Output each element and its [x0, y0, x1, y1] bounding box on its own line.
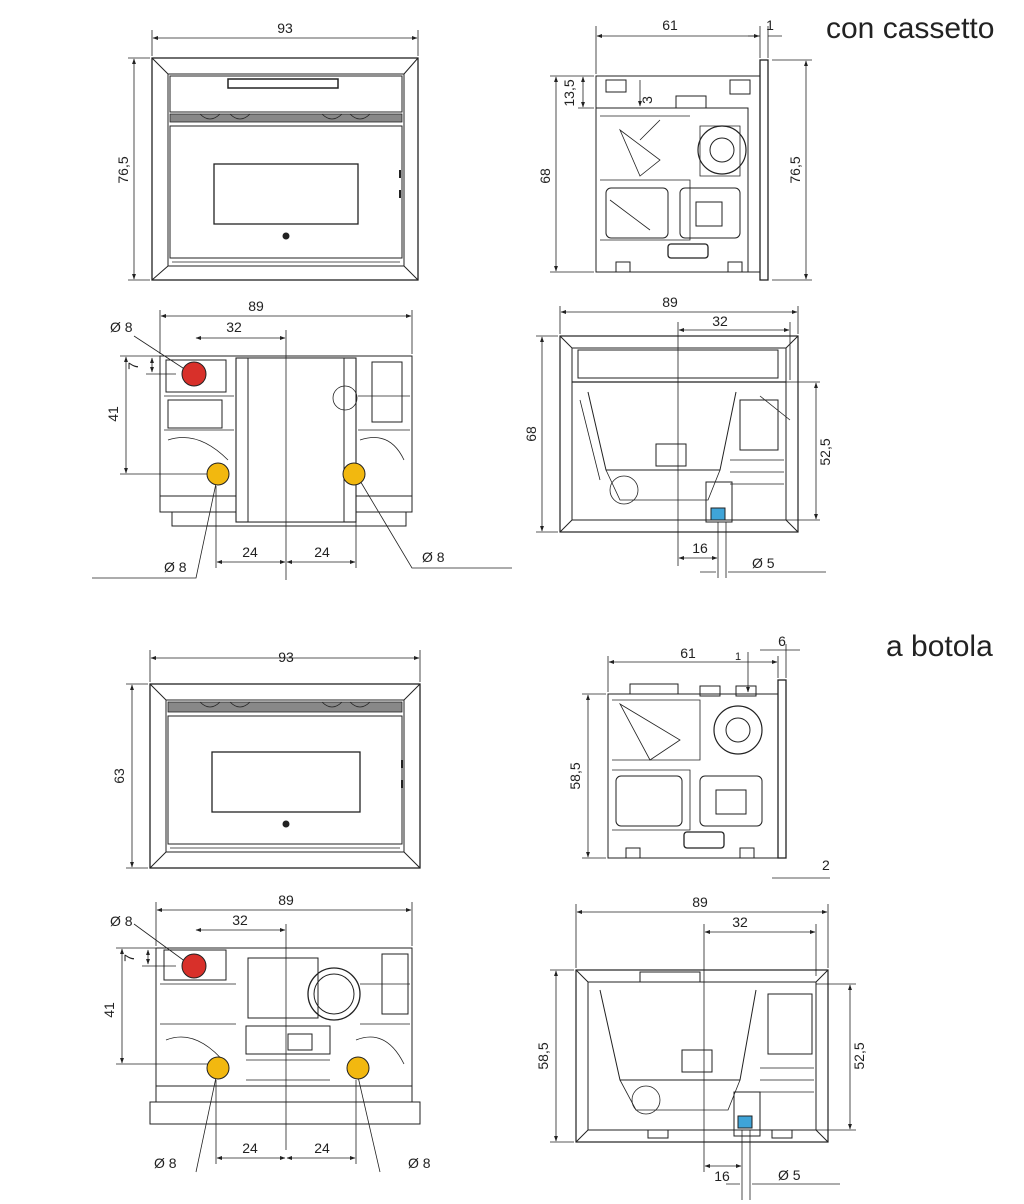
dim-c2-gap: 7	[121, 954, 137, 962]
front-view-cassetto	[151, 57, 419, 281]
side-view-cassetto	[595, 59, 769, 281]
dim-d2-width: 89	[692, 894, 708, 910]
dim-a2-height: 63	[111, 768, 127, 784]
port-yellow-right-botola	[346, 1056, 370, 1080]
dim-c2-offset: 32	[232, 912, 248, 928]
dim-a1-width: 93	[277, 20, 293, 36]
dim-a2-width: 93	[278, 649, 294, 665]
dim-b1-height: 68	[537, 168, 553, 184]
dim-d1-inner: 52,5	[817, 438, 833, 465]
dim-c1-hole-b: Ø 8	[164, 559, 187, 575]
dim-d2-height: 58,5	[535, 1042, 551, 1069]
dim-b1-depth: 61	[662, 17, 678, 33]
dim-d1-bottom: 16	[692, 540, 708, 556]
port-red-botola	[181, 953, 207, 979]
dim-b2-bottom: 2	[822, 857, 830, 873]
dim-b2-depth: 61	[680, 645, 696, 661]
dim-d1-hole: Ø 5	[752, 555, 775, 571]
port-yellow-left-botola	[206, 1056, 230, 1080]
dim-d2-inner: 52,5	[851, 1042, 867, 1069]
port-blue-botola	[737, 1115, 753, 1129]
dim-c1-right: 24	[314, 544, 330, 560]
plan-view-botola	[575, 969, 829, 1143]
dim-c1-width: 89	[248, 298, 264, 314]
section-title-a-botola: a botola	[886, 630, 993, 663]
dim-d2-hole: Ø 5	[778, 1167, 801, 1183]
dim-c2-width: 89	[278, 892, 294, 908]
dim-c2-hole-a: Ø 8	[110, 913, 133, 929]
dim-c2-hole-b: Ø 8	[154, 1155, 177, 1171]
dim-d2-bottom: 16	[714, 1168, 730, 1184]
dim-d2-offset: 32	[732, 914, 748, 930]
dim-b2-front: 1	[735, 651, 741, 663]
dimension-lines	[92, 26, 856, 1200]
dim-b1-top: 13,5	[561, 79, 577, 106]
dim-d1-height: 68	[523, 426, 539, 442]
dim-c1-height: 41	[105, 406, 121, 422]
port-red-cassetto	[181, 361, 207, 387]
plan-view-cassetto	[559, 335, 799, 533]
side-view-botola	[607, 679, 787, 859]
dim-c2-hole-c: Ø 8	[408, 1155, 431, 1171]
rear-view-botola	[149, 947, 421, 1125]
dim-c2-right: 24	[314, 1140, 330, 1156]
dim-c1-gap: 7	[125, 362, 141, 370]
dim-c1-hole-c: Ø 8	[422, 549, 445, 565]
dim-d1-offset: 32	[712, 313, 728, 329]
front-view-botola	[149, 683, 421, 869]
port-yellow-left-cassetto	[206, 462, 230, 486]
ports	[181, 361, 753, 1129]
dim-c1-left: 24	[242, 544, 258, 560]
dim-d1-width: 89	[662, 294, 678, 310]
dim-b1-front: 1	[766, 17, 774, 33]
dim-a1-height: 76,5	[115, 156, 131, 183]
section-title-con-cassetto: con cassetto	[826, 12, 995, 45]
dim-b1-inner: 3	[639, 96, 655, 104]
port-blue-cassetto	[710, 507, 726, 521]
port-yellow-right-cassetto	[342, 462, 366, 486]
dim-b2-height: 58,5	[567, 762, 583, 789]
dim-b1-total: 76,5	[787, 156, 803, 183]
dim-c2-left: 24	[242, 1140, 258, 1156]
dim-c1-offset: 32	[226, 319, 242, 335]
dim-c2-height: 41	[101, 1002, 117, 1018]
dim-b2-flange: 6	[778, 633, 786, 649]
dim-c1-hole-a: Ø 8	[110, 319, 133, 335]
